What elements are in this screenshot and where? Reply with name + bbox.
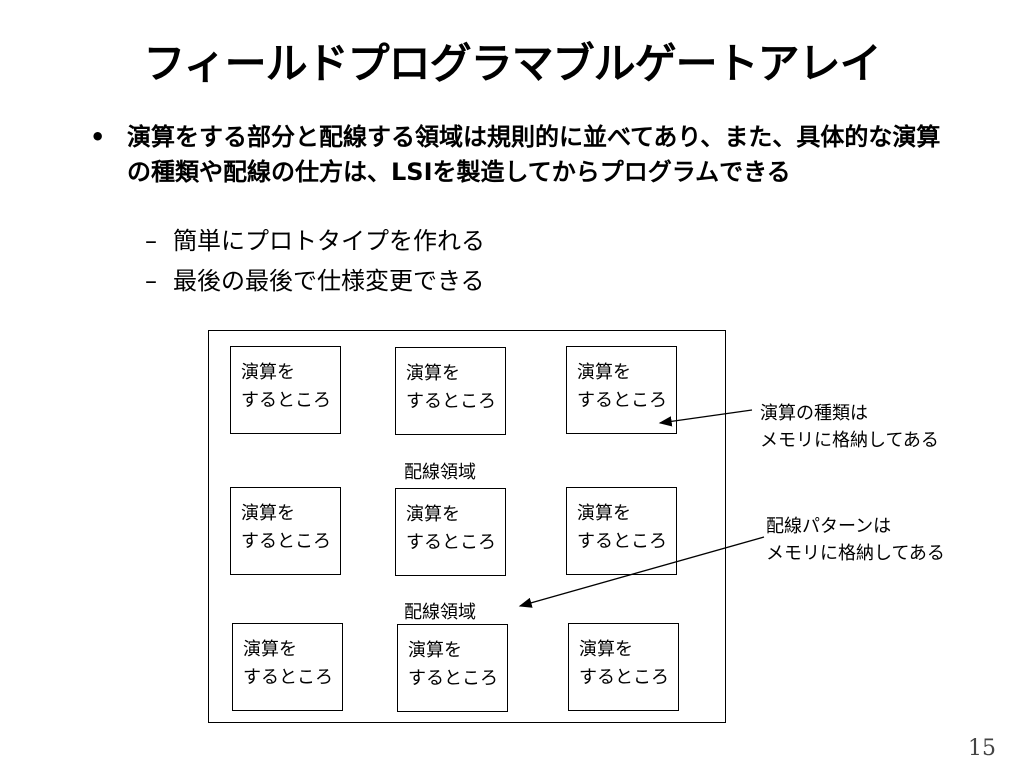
note-line: メモリに格納してある xyxy=(760,430,939,451)
sub-bullet-text: 簡単にプロトタイプを作れる xyxy=(173,227,485,255)
cell-label: するところ xyxy=(408,668,498,689)
cell-label: 演算を xyxy=(577,503,631,524)
logic-cell: 演算を するところ xyxy=(566,487,677,575)
routing-region-label: 配線領域 xyxy=(404,602,476,623)
cell-label: 演算を xyxy=(243,639,297,660)
logic-cell: 演算を するところ xyxy=(232,623,343,711)
cell-label: 演算を xyxy=(406,363,460,384)
cell-label: 演算を xyxy=(408,640,462,661)
arrow-to-routing-region xyxy=(518,536,765,608)
logic-cell: 演算を するところ xyxy=(397,624,508,712)
dash-marker: – xyxy=(145,267,157,295)
sub-bullet-2: – 最後の最後で仕様変更できる xyxy=(145,264,485,298)
cell-label: 演算を xyxy=(577,362,631,383)
cell-label: 演算を xyxy=(241,362,295,383)
cell-label: 演算を xyxy=(579,639,633,660)
note-line: 演算の種類は xyxy=(760,403,868,424)
cell-label: するところ xyxy=(243,667,333,688)
cell-label: するところ xyxy=(406,532,496,553)
logic-cell: 演算を するところ xyxy=(395,347,506,435)
cell-label: するところ xyxy=(577,390,667,411)
note-line: メモリに格納してある xyxy=(766,543,945,564)
cell-label: 演算を xyxy=(406,504,460,525)
logic-cell: 演算を するところ xyxy=(568,623,679,711)
sub-bullet-1: – 簡単にプロトタイプを作れる xyxy=(145,224,485,258)
cell-label: 演算を xyxy=(241,503,295,524)
cell-label: するところ xyxy=(406,391,496,412)
logic-cell: 演算を するところ xyxy=(230,487,341,575)
logic-type-note: 演算の種類は メモリに格納してある xyxy=(760,400,939,454)
cell-label: するところ xyxy=(241,390,331,411)
bullet-marker: • xyxy=(90,123,106,151)
logic-cell: 演算を するところ xyxy=(566,346,677,434)
cell-label: するところ xyxy=(241,531,331,552)
cell-label: するところ xyxy=(579,667,669,688)
dash-marker: – xyxy=(145,227,157,255)
arrow-to-logic-cell xyxy=(658,409,753,427)
page-number: 15 xyxy=(968,736,996,761)
logic-cell: 演算を するところ xyxy=(395,488,506,576)
main-bullet-text: 演算をする部分と配線する領域は規則的に並べてあり、また、具体的な演算の種類や配線… xyxy=(127,123,941,186)
routing-pattern-note: 配線パターンは メモリに格納してある xyxy=(766,513,945,567)
routing-region-label: 配線領域 xyxy=(404,462,476,483)
note-line: 配線パターンは xyxy=(766,516,892,537)
main-bullet: • 演算をする部分と配線する領域は規則的に並べてあり、また、具体的な演算の種類や… xyxy=(90,120,960,190)
sub-bullet-text: 最後の最後で仕様変更できる xyxy=(173,267,485,295)
cell-label: するところ xyxy=(577,531,667,552)
fpga-diagram-frame xyxy=(208,330,726,723)
slide-title: フィールドプログラマブルゲートアレイ xyxy=(143,39,881,88)
logic-cell: 演算を するところ xyxy=(230,346,341,434)
